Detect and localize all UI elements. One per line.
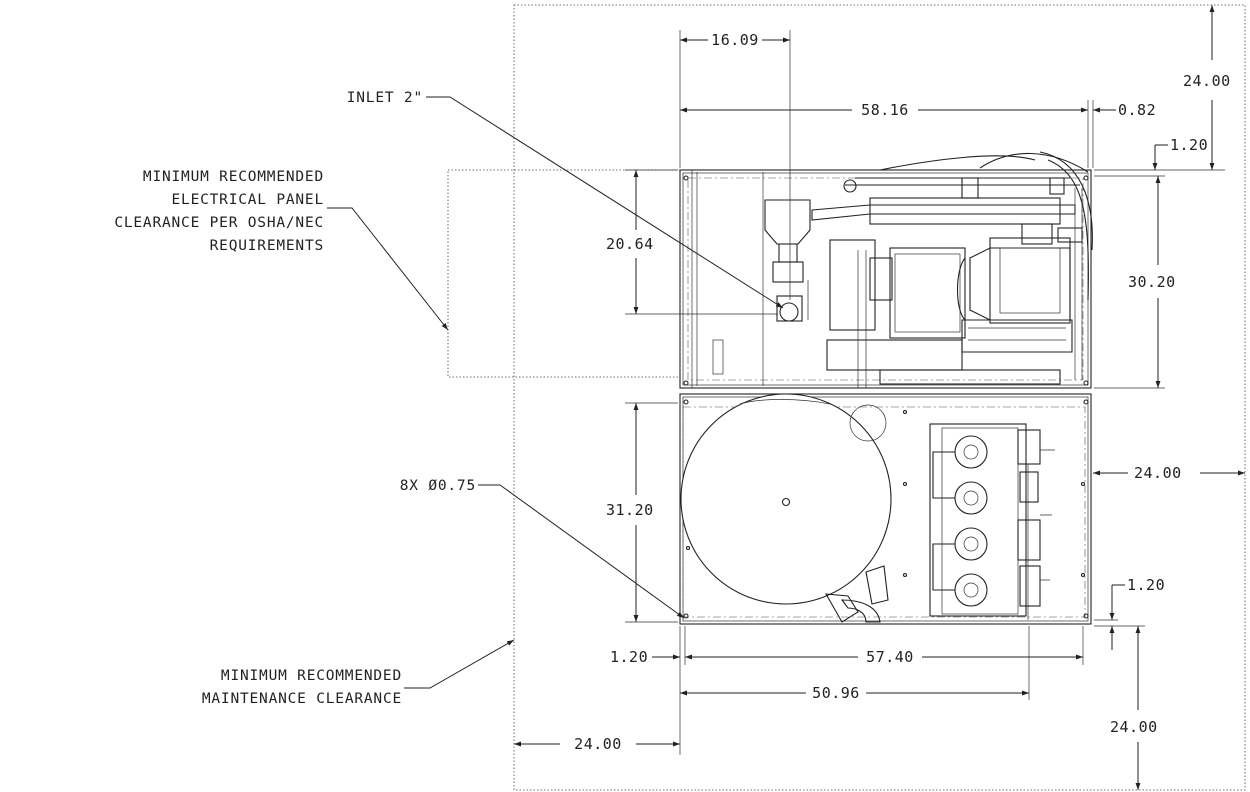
maintenance-note-line-2: MAINTENANCE CLEARANCE <box>202 691 402 707</box>
dim-1-20-top: 1.20 <box>1170 136 1208 154</box>
dim-24-top: 24.00 <box>1183 72 1231 90</box>
electrical-panel-clearance-zone <box>447 169 681 378</box>
dim-0-82: 0.82 <box>1118 101 1156 119</box>
dim-1-20-left: 1.20 <box>610 648 648 666</box>
electrical-note-line-3: CLEARANCE PER OSHA/NEC <box>114 215 324 231</box>
dim-24-bottom: 24.00 <box>1110 718 1158 736</box>
dim-58-16: 58.16 <box>861 101 909 119</box>
electrical-note-line-2: ELECTRICAL PANEL <box>172 192 324 208</box>
dim-31-20: 31.20 <box>606 501 654 519</box>
lower-module <box>679 393 1092 625</box>
dim-24-right: 24.00 <box>1134 464 1182 482</box>
dim-50-96: 50.96 <box>812 684 860 702</box>
dim-24-left: 24.00 <box>574 735 622 753</box>
dim-20-64: 20.64 <box>606 235 654 253</box>
dim-1-20-right: 1.20 <box>1127 576 1165 594</box>
maintenance-note-line-1: MINIMUM RECOMMENDED <box>221 668 402 684</box>
mounting-holes <box>683 175 1089 619</box>
electrical-note-line-4: REQUIREMENTS <box>210 238 324 254</box>
electrical-note-line-1: MINIMUM RECOMMENDED <box>143 169 324 185</box>
holes-note: 8X Ø0.75 <box>400 478 476 494</box>
dim-57-40: 57.40 <box>866 648 914 666</box>
inlet-note: INLET 2" <box>347 90 423 106</box>
dimension-lines <box>514 5 1245 790</box>
leader-lines <box>327 96 784 689</box>
upper-module <box>679 151 1093 389</box>
maintenance-clearance-zone <box>513 4 1246 791</box>
dim-30-20: 30.20 <box>1128 273 1176 291</box>
dim-16-09: 16.09 <box>711 31 759 49</box>
